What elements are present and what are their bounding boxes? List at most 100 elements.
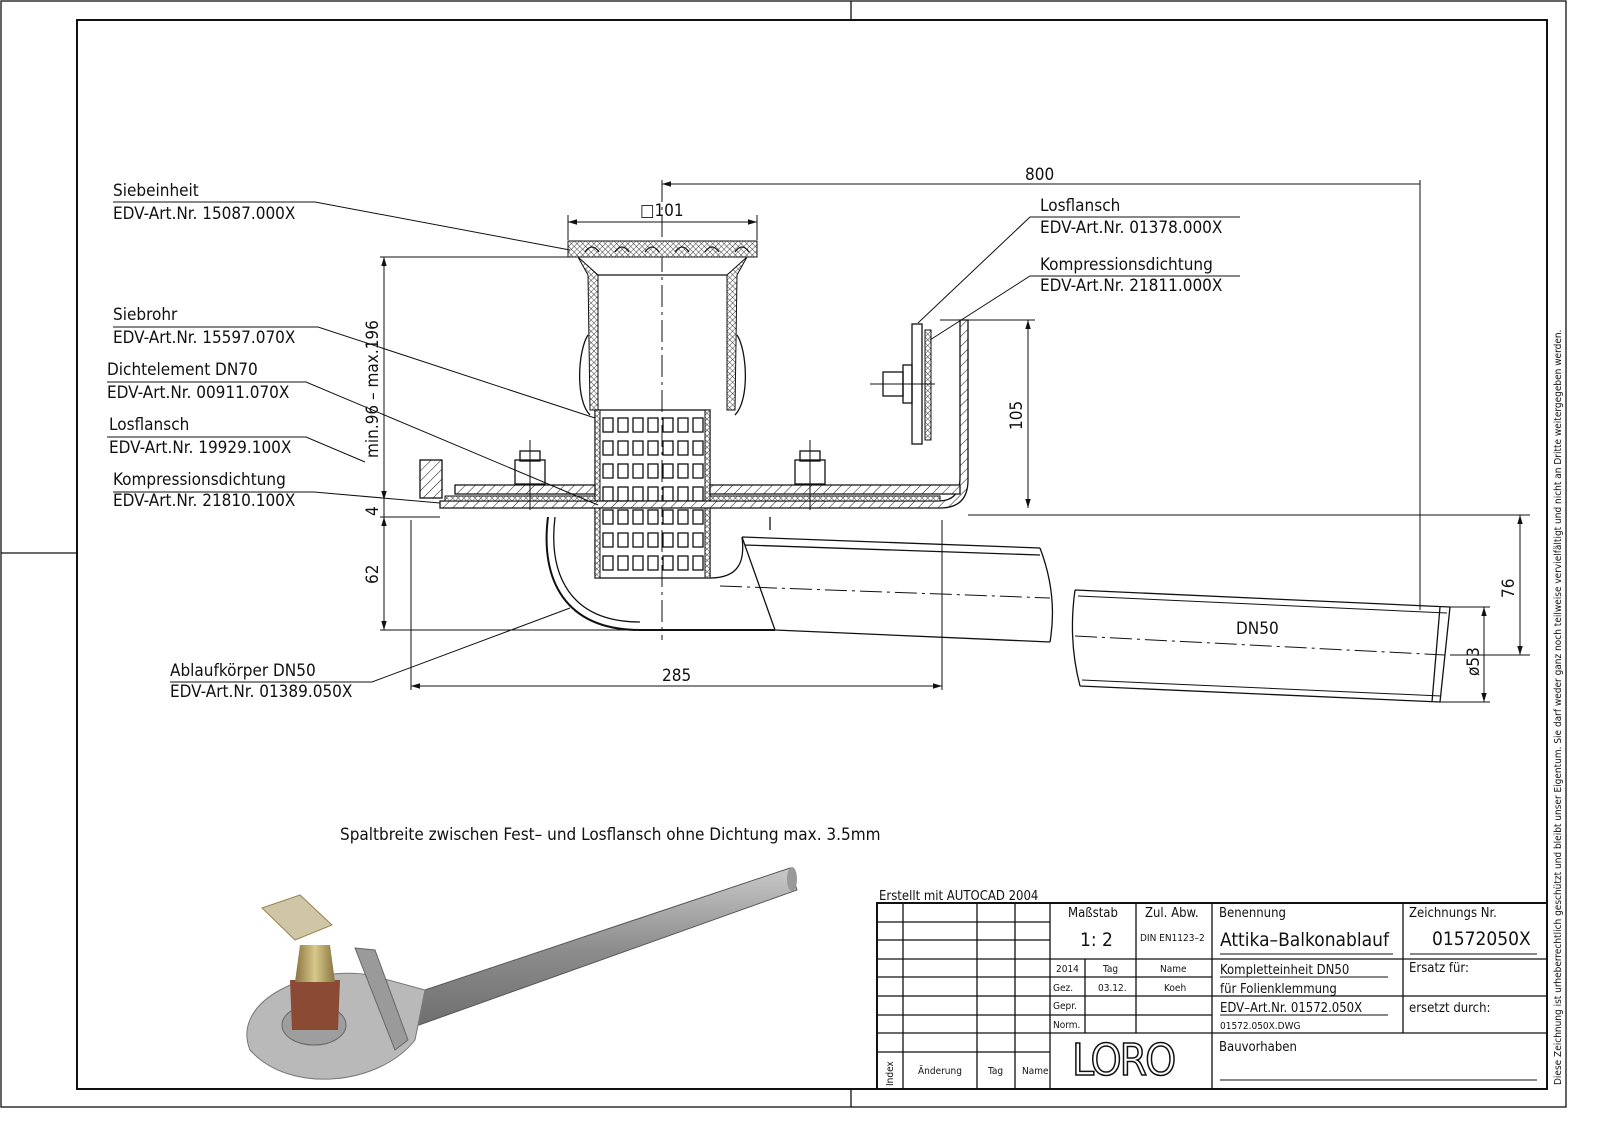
- drawing-name: Attika–Balkonablauf: [1220, 929, 1390, 951]
- scale-value: 1: 2: [1080, 929, 1113, 951]
- basket-hole: [662, 417, 674, 433]
- label-name: Dichtelement DN70: [107, 360, 258, 380]
- scale-label: Maßstab: [1068, 906, 1118, 921]
- dim-pipe-drop: 76: [1499, 579, 1519, 598]
- file-name: 01572.050X.DWG: [1220, 1021, 1300, 1032]
- basket-hole: [602, 417, 614, 433]
- norm-label: Norm.: [1053, 1020, 1080, 1031]
- loose-flange-right: [709, 484, 961, 495]
- dim-height-range: min.96 – max.196: [363, 320, 383, 458]
- gap-note: Spaltbreite zwischen Fest– und Losflansc…: [340, 825, 881, 845]
- basket-hole: [617, 555, 629, 571]
- basket-hole: [632, 509, 644, 525]
- label-name: Kompressionsdichtung: [1040, 255, 1213, 275]
- basket-hole: [602, 486, 614, 502]
- basket-hole: [662, 440, 674, 456]
- basket-hole: [662, 463, 674, 479]
- grate-slot: [644, 246, 660, 253]
- dim-flange-height: 105: [1007, 401, 1027, 430]
- project-label: Bauvorhaben: [1219, 1040, 1297, 1055]
- created-with: Erstellt mit AUTOCAD 2004: [879, 889, 1038, 904]
- section-drawing: 800 □101 min.96 – max.196 4 62 285 105 7…: [107, 165, 1530, 703]
- basket-hole: [692, 532, 704, 548]
- dim-depth: 62: [363, 565, 383, 584]
- product-3d-render: [246, 867, 798, 1080]
- dim-width: 285: [662, 666, 691, 686]
- label-art: EDV-Art.Nr. 15087.000X: [113, 204, 295, 224]
- basket-hole: [632, 555, 644, 571]
- label-art: EDV-Art.Nr. 21811.000X: [1040, 276, 1222, 296]
- tolerance-value: DIN EN1123–2: [1140, 933, 1205, 944]
- basket-hole: [632, 440, 644, 456]
- basket-hole: [677, 440, 689, 456]
- basket-hole: [647, 555, 659, 571]
- bolt-right: [794, 440, 826, 510]
- label-name: Losflansch: [109, 415, 189, 435]
- drawing-number: 01572050X: [1432, 928, 1531, 950]
- basket-hole: [647, 440, 659, 456]
- grate: [567, 240, 758, 258]
- year: 2014: [1056, 964, 1079, 975]
- day-label: Tag: [1102, 964, 1118, 975]
- sheet-frame: [0, 0, 1567, 1108]
- basket-hole: [647, 463, 659, 479]
- label-name: Siebrohr: [113, 305, 178, 325]
- checked-label: Gepr.: [1053, 1001, 1077, 1012]
- dim-square: □101: [640, 201, 684, 221]
- label-art: EDV-Art.Nr. 01378.000X: [1040, 218, 1222, 238]
- index-label: Index: [885, 1061, 896, 1086]
- person-label: Name: [1160, 964, 1187, 975]
- bolt-left: [514, 440, 546, 510]
- basket-hole: [602, 509, 614, 525]
- pipe-label: DN50: [1236, 619, 1279, 639]
- grate-slot: [584, 246, 600, 253]
- basket-hole: [662, 532, 674, 548]
- basket-hole: [617, 486, 629, 502]
- replaced-by-label: ersetzt durch:: [1409, 1001, 1490, 1016]
- drawn-by: Koeh: [1164, 983, 1186, 994]
- basket-hole: [602, 555, 614, 571]
- description-3: EDV–Art.Nr. 01572.050X: [1220, 1001, 1362, 1016]
- dimensions: [380, 180, 1530, 703]
- basket-hole: [602, 532, 614, 548]
- basket-hole: [692, 509, 704, 525]
- basket-hole: [677, 509, 689, 525]
- basket-hole: [617, 440, 629, 456]
- grate-slot: [734, 246, 750, 253]
- basket-hole: [677, 532, 689, 548]
- label-art: EDV-Art.Nr. 15597.070X: [113, 328, 295, 348]
- dim-pipe-diameter: ø53: [1464, 647, 1484, 676]
- basket-hole: [647, 509, 659, 525]
- name-label: Benennung: [1219, 906, 1286, 921]
- loro-logo: LORO: [1072, 1035, 1174, 1086]
- drawn-label: Gez.: [1053, 983, 1073, 994]
- change-label: Änderung: [918, 1064, 962, 1077]
- basket-hole: [692, 486, 704, 502]
- label-name: Ablaufkörper DN50: [170, 661, 316, 681]
- label-art: EDV-Art.Nr. 21810.100X: [113, 491, 295, 511]
- drain-pipe-segment: [741, 536, 1051, 643]
- basket-hole: [632, 532, 644, 548]
- base-plate: [439, 319, 969, 509]
- basket-hole: [662, 509, 674, 525]
- basket-hole: [662, 486, 674, 502]
- basket-hole: [617, 532, 629, 548]
- label-art: EDV-Art.Nr. 00911.070X: [107, 383, 289, 403]
- dim-plate: 4: [363, 506, 383, 516]
- basket-hole: [632, 463, 644, 479]
- loose-flange-left: [454, 484, 596, 495]
- dim-length: 800: [1025, 165, 1054, 185]
- basket-hole: [677, 463, 689, 479]
- label-art: EDV-Art.Nr. 19929.100X: [109, 438, 291, 458]
- drain-body: [545, 516, 775, 631]
- basket-hole: [602, 440, 614, 456]
- label-name: Kompressionsdichtung: [113, 470, 286, 490]
- basket-hole: [632, 486, 644, 502]
- copyright-note: Diese Zeichnung ist urheberrechtlich ges…: [1553, 330, 1564, 1085]
- basket-hole: [692, 417, 704, 433]
- basket-hole: [617, 509, 629, 525]
- label-name: Siebeinheit: [113, 181, 199, 201]
- basket-hole: [692, 463, 704, 479]
- revision-day-label: Tag: [987, 1066, 1003, 1077]
